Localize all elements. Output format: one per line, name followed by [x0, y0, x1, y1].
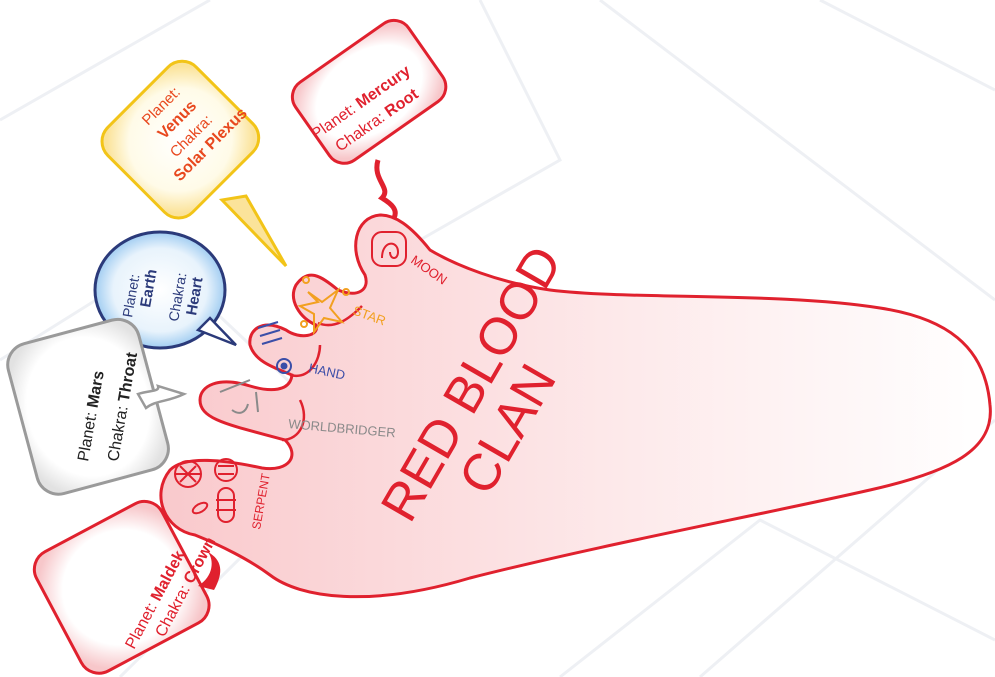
bubble-mercury: Planet: Mercury Chakra: Root	[285, 13, 453, 218]
foot-outline	[161, 215, 990, 597]
bubble-venus: Planet: Venus Chakra: Solar Plexus	[94, 53, 286, 266]
